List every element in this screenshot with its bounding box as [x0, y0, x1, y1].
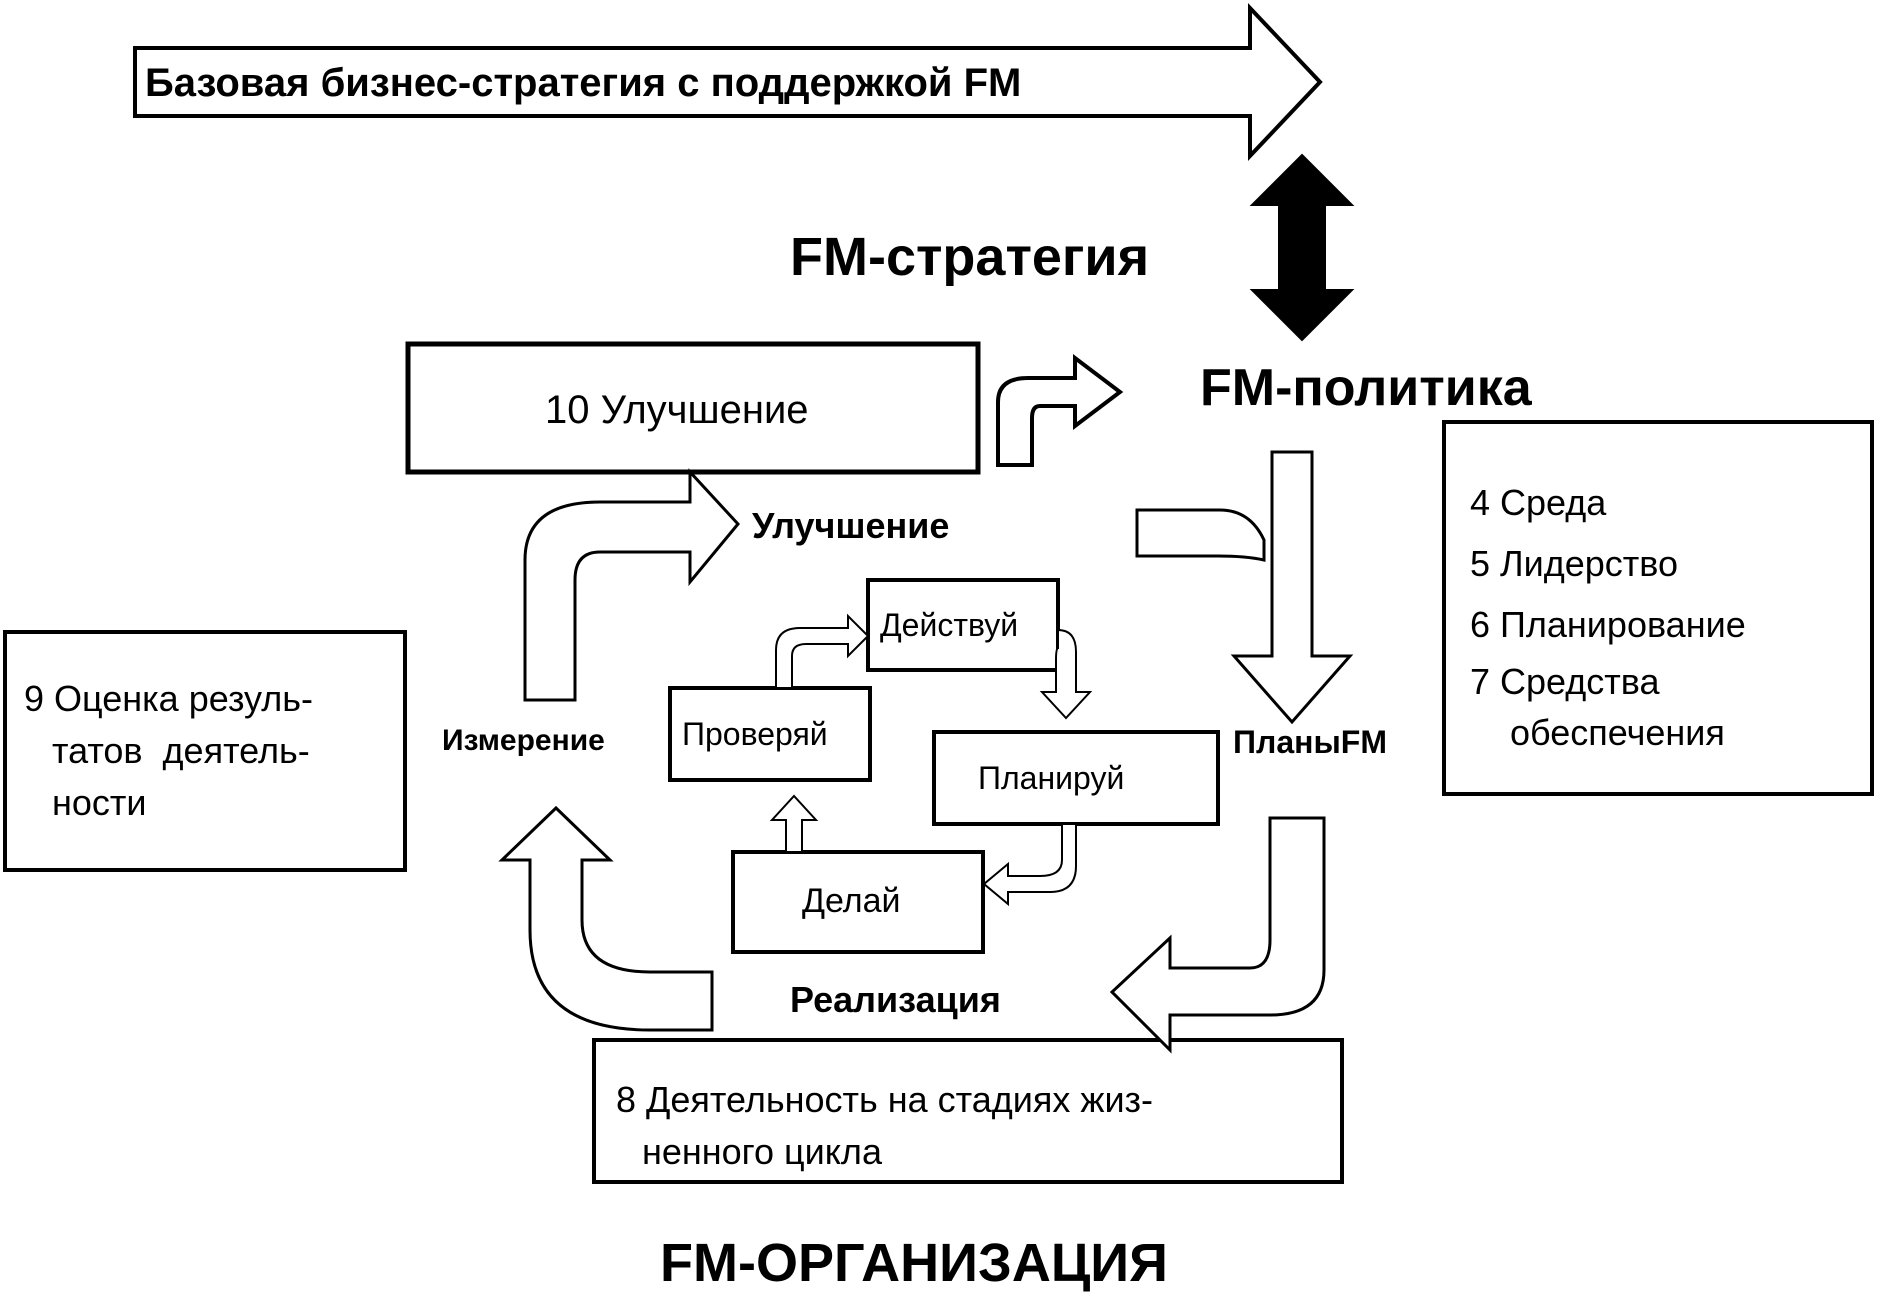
fm-policy-label: FM-политика [1200, 359, 1532, 417]
improvement-label: Улучшение [752, 505, 950, 546]
fm-plans-label: ПланыFM [1233, 724, 1387, 760]
lifecycle-box [592, 1038, 1344, 1184]
check-box [668, 686, 872, 782]
policy-items-list: 4 Среда 5 Лидерство 6 Планирование 7 Сре… [1470, 472, 1746, 757]
policy-item: 7 Средства [1470, 661, 1660, 702]
check-label: Проверяй [682, 716, 828, 752]
business-strategy-text: Базовая бизнес-стратегия с поддержкой FM [145, 61, 1022, 105]
act-to-plan-arrow [1039, 628, 1093, 720]
measurement-to-improvement-arrow [523, 468, 740, 702]
policy-item: 6 Планирование [1470, 604, 1746, 645]
do-to-check-arrow [769, 794, 819, 853]
lifecycle-line: 8 Деятельность на стадиях жиз- [616, 1079, 1154, 1120]
business-strategy-arrow [133, 2, 1323, 162]
lifecycle-text: 8 Деятельность на стадиях жиз- ненного ц… [616, 1074, 1153, 1178]
evaluation-line: татов деятель- [52, 730, 310, 771]
plan-to-do-arrow [982, 823, 1077, 907]
policy-to-plans-arrow [1230, 450, 1354, 725]
evaluation-text: 9 Оценка резуль- татов деятель- ности [24, 673, 313, 829]
fm-organization-label: FM-ОРГАНИЗАЦИЯ [660, 1233, 1168, 1293]
to-policy-arrow [996, 353, 1124, 467]
do-label: Делай [802, 882, 901, 920]
check-to-act-arrow [775, 613, 870, 689]
policy-item: 5 Лидерство [1470, 543, 1679, 584]
plans-to-realization-arrow [1109, 816, 1326, 1054]
improvement-box-label: 10 Улучшение [545, 388, 809, 432]
policy-items-box [1442, 420, 1874, 796]
lifecycle-line: ненного цикла [642, 1131, 882, 1172]
improvement-box [405, 341, 981, 475]
side-feed-arrow [1135, 508, 1266, 562]
realization-to-measurement-arrow [498, 805, 714, 1032]
fm-strategy-label: FM-стратегия [790, 227, 1150, 287]
policy-item: 4 Среда [1470, 482, 1607, 523]
policy-item: обеспечения [1510, 712, 1725, 753]
do-box [731, 850, 985, 954]
evaluation-line: 9 Оценка резуль- [24, 678, 314, 719]
strategy-policy-double-arrow [1249, 153, 1355, 342]
evaluation-line: ности [52, 782, 147, 823]
act-label: Действуй [880, 607, 1019, 643]
measurement-label: Измерение [442, 724, 605, 757]
plan-label: Планируй [978, 760, 1125, 796]
evaluation-box [3, 630, 407, 872]
realization-label: Реализация [790, 979, 1001, 1020]
act-box [866, 578, 1060, 672]
